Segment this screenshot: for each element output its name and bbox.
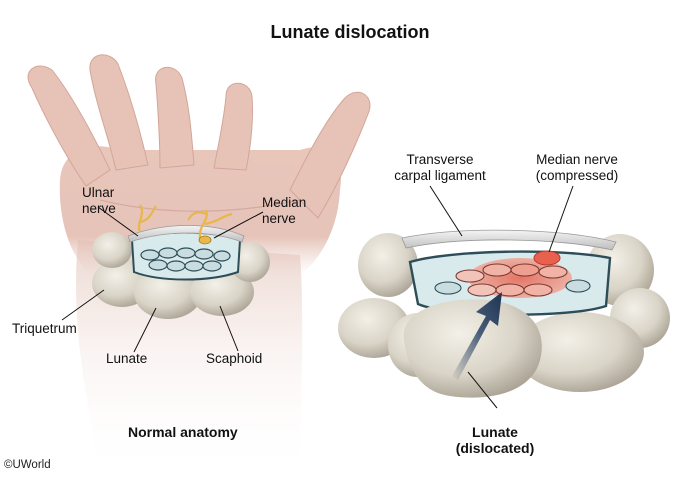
tendons-compressed — [434, 263, 591, 297]
scaphoid-bone — [190, 268, 254, 316]
label-lunate: Lunate — [106, 351, 148, 366]
finger-middle — [155, 67, 195, 169]
transverse-ligament — [401, 229, 617, 251]
copyright-notice: ©UWorld — [4, 459, 51, 471]
transverse-ligament-normal — [127, 225, 245, 243]
right-leader-lines — [429, 185, 574, 409]
label-scaphoid: Scaphoid — [206, 351, 263, 366]
tendons-normal — [140, 247, 231, 272]
label-transverse-carpal-ligament: Transverse carpal ligament — [394, 152, 486, 183]
caption-normal-anatomy: Normal anatomy — [128, 424, 238, 440]
finger-ring — [89, 54, 149, 171]
label-median-nerve-compressed: Median nerve (compressed) — [535, 152, 619, 183]
displacement-arrow — [452, 292, 502, 380]
ulnar-nerve-branch — [137, 204, 157, 233]
finger-index — [213, 82, 254, 171]
dislocated-carpal-section — [338, 229, 670, 398]
finger-little — [27, 65, 111, 187]
label-ulnar-nerve: Ulnar nerve — [82, 185, 116, 216]
thumb — [289, 91, 371, 219]
label-median-nerve: Median nerve — [262, 195, 307, 226]
normal-carpal-section — [92, 204, 270, 319]
median-nerve-compressed — [533, 250, 561, 266]
left-leader-lines — [61, 206, 264, 353]
label-triquetrum: Triquetrum — [12, 321, 77, 336]
median-nerve-branch — [187, 209, 233, 239]
label-lunate-dislocated: Lunate (dislocated) — [455, 424, 535, 456]
diagram-title: Lunate dislocation — [270, 22, 430, 42]
